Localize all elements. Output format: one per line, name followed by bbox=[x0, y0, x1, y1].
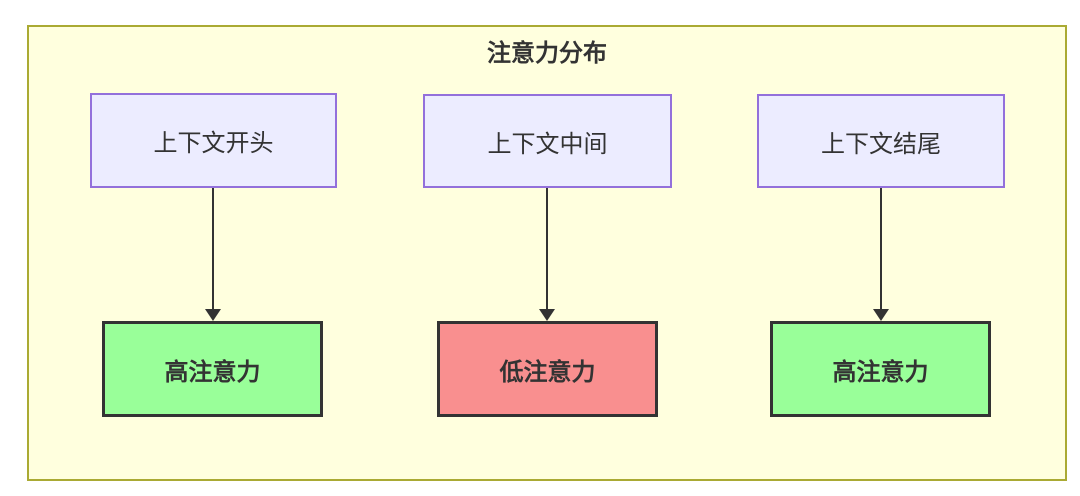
node-context-middle: 上下文中间 bbox=[423, 94, 672, 188]
node-context-end: 上下文结尾 bbox=[757, 94, 1005, 188]
node-low-attention-middle: 低注意力 bbox=[437, 321, 658, 417]
node-high-attention-left: 高注意力 bbox=[102, 321, 323, 417]
diagram-title: 注意力分布 bbox=[487, 40, 607, 67]
arrow-down-middle bbox=[546, 188, 548, 309]
node-high-attention-right: 高注意力 bbox=[770, 321, 991, 417]
node-context-beginning: 上下文开头 bbox=[90, 93, 337, 188]
arrow-down-left bbox=[212, 188, 214, 309]
arrow-down-right bbox=[880, 188, 882, 309]
